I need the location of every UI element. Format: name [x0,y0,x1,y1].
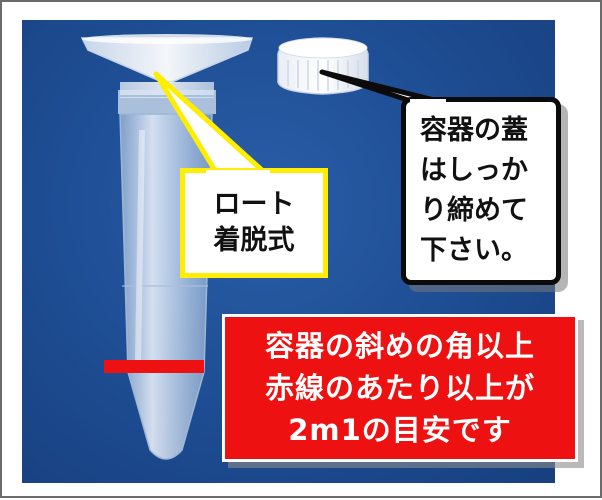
funnel-callout-tail [153,71,267,175]
red-fill-line [104,360,204,373]
funnel-callout-line-1: ロート [213,189,295,220]
lid-callout-line-4: 下さい。 [420,235,528,266]
funnel [80,34,254,98]
photo-illustration [80,34,369,460]
lid-callout: 容器の蓋 はしっか り締めて 下さい。 [401,97,561,285]
fill-level-banner: 容器の斜めの角以上 赤線のあたり以上が 2m1の目安です [222,314,578,462]
funnel-tail-seam [206,170,270,178]
funnel-callout-line-2: 着脱式 [213,225,295,256]
lid-tail-seam [410,99,446,107]
banner-line-3: 2m1の目安です [288,413,512,447]
tube-threads [118,90,216,114]
lid-callout-line-1: 容器の蓋 [420,115,528,146]
lid-callout-line-2: はしっか [420,155,528,186]
banner-line-2: 赤線のあたり以上が [264,371,535,405]
banner-line-1: 容器の斜めの角以上 [264,329,535,363]
funnel-callout: ロート 着脱式 [180,168,328,278]
lid-callout-line-3: り締めて [420,195,528,226]
